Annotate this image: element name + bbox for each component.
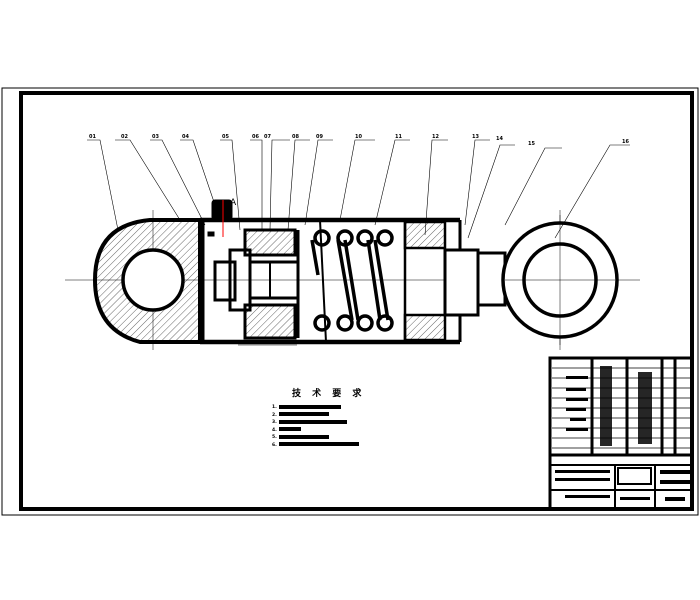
title-block [548,356,694,511]
inner-frame [19,91,694,511]
part-label: 02 [121,134,128,140]
part-label: 05 [222,134,229,140]
right-eye-end [501,215,619,345]
part-label: 10 [355,134,362,140]
part-label: 01 [89,134,96,140]
leader-lines [87,139,630,239]
part-label: 07 [264,134,271,140]
part-label: 04 [182,134,189,140]
part-label: 11 [395,134,402,140]
requirement-item: 3. [272,419,362,427]
part-label: 16 [622,139,629,145]
part-label: 06 [252,134,259,140]
part-label: 14 [496,136,503,142]
requirement-item: 6. [272,442,362,450]
technical-requirements-list: 1. 2. 3. 4. 5. 6. [272,404,362,450]
part-label: 09 [316,134,323,140]
part-label: 03 [152,134,159,140]
part-label: 13 [472,134,479,140]
cylinder-body [200,199,507,346]
requirement-item: 5. [272,434,362,442]
left-eye-end [92,218,202,344]
part-label: 12 [432,134,439,140]
requirement-item: 4. [272,427,362,435]
part-label: 15 [528,141,535,147]
part-labels: 01 02 03 04 05 06 07 08 09 10 11 12 13 1… [89,134,629,147]
outer-border [1,87,699,516]
technical-requirements-title: 技 术 要 求 [292,389,366,399]
section-marker: A [230,198,237,208]
requirement-item: 1. [272,404,362,412]
part-label: 08 [292,134,299,140]
requirement-item: 2. [272,412,362,420]
